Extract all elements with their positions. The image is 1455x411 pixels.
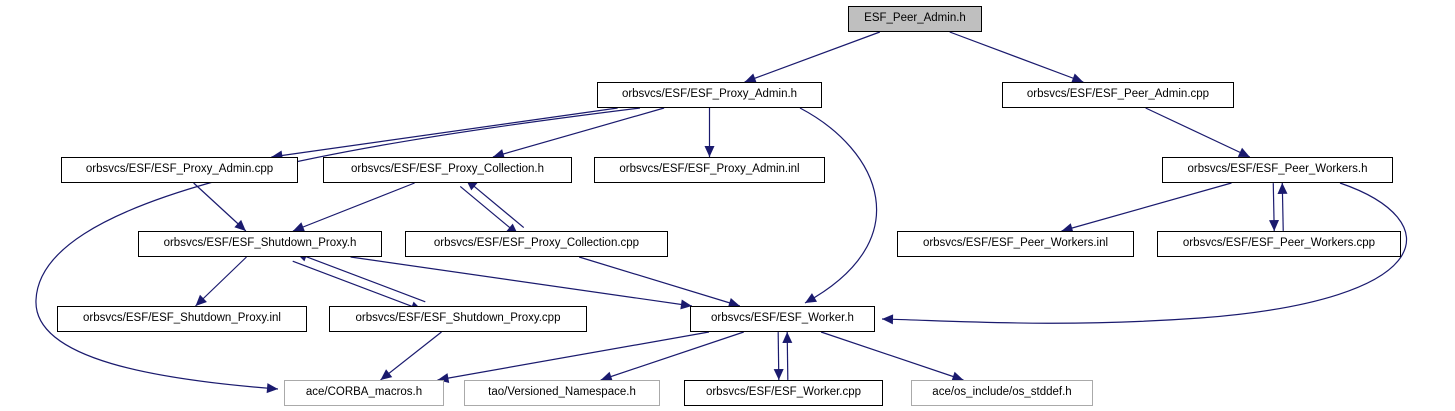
- graph-edge-proxy_coll_cpp-to-worker_h: [578, 256, 741, 308]
- graph-node-label: orbsvcs/ESF/ESF_Shutdown_Proxy.inl: [83, 312, 281, 325]
- edge-arrowhead: [1277, 182, 1288, 195]
- graph-edge-proxy_admin_h-to-proxy_admin_cpp: [271, 107, 618, 161]
- graph-edge-proxy_coll_h-to-shutdown_h: [292, 182, 415, 232]
- graph-node-shutdown_h[interactable]: orbsvcs/ESF/ESF_Shutdown_Proxy.h: [138, 231, 382, 257]
- graph-node-proxy_admin_inl[interactable]: orbsvcs/ESF/ESF_Proxy_Admin.inl: [594, 157, 825, 183]
- graph-node-label: ace/os_include/os_stddef.h: [932, 386, 1072, 399]
- graph-node-label: orbsvcs/ESF/ESF_Proxy_Collection.cpp: [433, 237, 640, 250]
- graph-node-label: orbsvcs/ESF/ESF_Shutdown_Proxy.cpp: [355, 312, 561, 325]
- graph-node-proxy_admin_cpp[interactable]: orbsvcs/ESF/ESF_Proxy_Admin.cpp: [61, 157, 298, 183]
- graph-edge-proxy_admin_h-to-worker_h: [799, 107, 878, 304]
- graph-node-label: orbsvcs/ESF/ESF_Worker.h: [711, 312, 854, 325]
- graph-node-label: orbsvcs/ESF/ESF_Peer_Workers.inl: [922, 237, 1109, 250]
- edge-arrowhead: [782, 331, 793, 344]
- edge-arrowhead: [704, 146, 715, 157]
- graph-node-versioned_ns_h[interactable]: tao/Versioned_Namespace.h: [464, 380, 660, 406]
- graph-edge-peer_workers_h-to-peer_workers_cpp: [1269, 182, 1288, 232]
- graph-edge-shutdown_h-to-shutdown_inl: [195, 256, 247, 307]
- graph-node-peer_workers_h[interactable]: orbsvcs/ESF/ESF_Peer_Workers.h: [1162, 157, 1393, 183]
- edge-arrowhead: [380, 369, 393, 380]
- graph-node-label: orbsvcs/ESF/ESF_Proxy_Admin.inl: [619, 163, 800, 176]
- graph-node-peer_workers_inl[interactable]: orbsvcs/ESF/ESF_Peer_Workers.inl: [897, 231, 1134, 257]
- graph-edge-worker_h-to-versioned_ns_h: [600, 331, 744, 382]
- graph-edge-proxy_admin_cpp-to-shutdown_h: [193, 182, 247, 232]
- graph-node-label: ESF_Peer_Admin.h: [864, 12, 966, 25]
- graph-edge-root-to-peer_admin_cpp: [949, 31, 1084, 83]
- edge-arrowhead: [234, 219, 246, 231]
- graph-node-proxy_coll_cpp[interactable]: orbsvcs/ESF/ESF_Proxy_Collection.cpp: [405, 231, 668, 257]
- graph-node-os_stddef_h[interactable]: ace/os_include/os_stddef.h: [911, 380, 1093, 406]
- graph-node-label: orbsvcs/ESF/ESF_Shutdown_Proxy.h: [163, 237, 357, 250]
- graph-node-label: orbsvcs/ESF/ESF_Peer_Admin.cpp: [1026, 88, 1210, 101]
- graph-edge-worker_h-to-corba_macros_h: [437, 331, 710, 384]
- edge-arrowhead: [1269, 219, 1280, 232]
- graph-node-label: orbsvcs/ESF/ESF_Proxy_Admin.h: [621, 88, 798, 101]
- graph-node-shutdown_inl[interactable]: orbsvcs/ESF/ESF_Shutdown_Proxy.inl: [57, 306, 307, 332]
- graph-node-shutdown_cpp[interactable]: orbsvcs/ESF/ESF_Shutdown_Proxy.cpp: [329, 306, 587, 332]
- graph-node-label: tao/Versioned_Namespace.h: [488, 386, 636, 399]
- graph-node-root[interactable]: ESF_Peer_Admin.h: [848, 6, 982, 32]
- graph-node-worker_h[interactable]: orbsvcs/ESF/ESF_Worker.h: [690, 306, 875, 332]
- graph-node-label: orbsvcs/ESF/ESF_Proxy_Collection.h: [350, 163, 545, 176]
- graph-node-label: orbsvcs/ESF/ESF_Worker.cpp: [705, 386, 862, 399]
- graph-edge-shutdown_h-to-shutdown_cpp: [292, 252, 426, 311]
- graph-edge-worker_h-to-worker_cpp: [773, 331, 793, 381]
- graph-edge-proxy_coll_h-to-proxy_coll_cpp: [459, 179, 525, 235]
- edge-arrowhead: [195, 294, 207, 306]
- graph-edge-proxy_admin_h-to-proxy_admin_inl: [704, 108, 715, 157]
- edge-arrowhead: [266, 383, 278, 394]
- graph-node-peer_workers_cpp[interactable]: orbsvcs/ESF/ESF_Peer_Workers.cpp: [1157, 231, 1401, 257]
- edge-arrowhead: [773, 368, 784, 381]
- graph-node-label: orbsvcs/ESF/ESF_Peer_Workers.cpp: [1182, 237, 1376, 250]
- graph-edge-shutdown_h-to-worker_h: [350, 256, 693, 310]
- graph-edge-peer_admin_cpp-to-peer_workers_h: [1145, 107, 1251, 158]
- graph-node-label: ace/CORBA_macros.h: [305, 386, 423, 399]
- graph-node-label: orbsvcs/ESF/ESF_Proxy_Admin.cpp: [85, 163, 274, 176]
- graph-node-peer_admin_cpp[interactable]: orbsvcs/ESF/ESF_Peer_Admin.cpp: [1002, 82, 1234, 108]
- graph-node-proxy_admin_h[interactable]: orbsvcs/ESF/ESF_Proxy_Admin.h: [597, 82, 822, 108]
- edge-arrowhead: [1237, 147, 1250, 157]
- edge-arrowhead: [805, 293, 818, 303]
- graph-node-proxy_coll_h[interactable]: orbsvcs/ESF/ESF_Proxy_Collection.h: [323, 157, 572, 183]
- graph-edge-root-to-proxy_admin_h: [744, 31, 881, 83]
- graph-node-worker_cpp[interactable]: orbsvcs/ESF/ESF_Worker.cpp: [684, 380, 883, 406]
- graph-edge-worker_h-to-os_stddef_h: [820, 331, 964, 382]
- edge-arrowhead: [882, 314, 894, 325]
- graph-edge-shutdown_cpp-to-corba_macros_h: [380, 331, 442, 381]
- graph-edge-proxy_admin_h-to-proxy_coll_h: [492, 107, 665, 159]
- graph-node-corba_macros_h[interactable]: ace/CORBA_macros.h: [284, 380, 444, 406]
- graph-node-label: orbsvcs/ESF/ESF_Peer_Workers.h: [1187, 163, 1368, 176]
- graph-edge-peer_workers_h-to-peer_workers_inl: [1061, 182, 1232, 233]
